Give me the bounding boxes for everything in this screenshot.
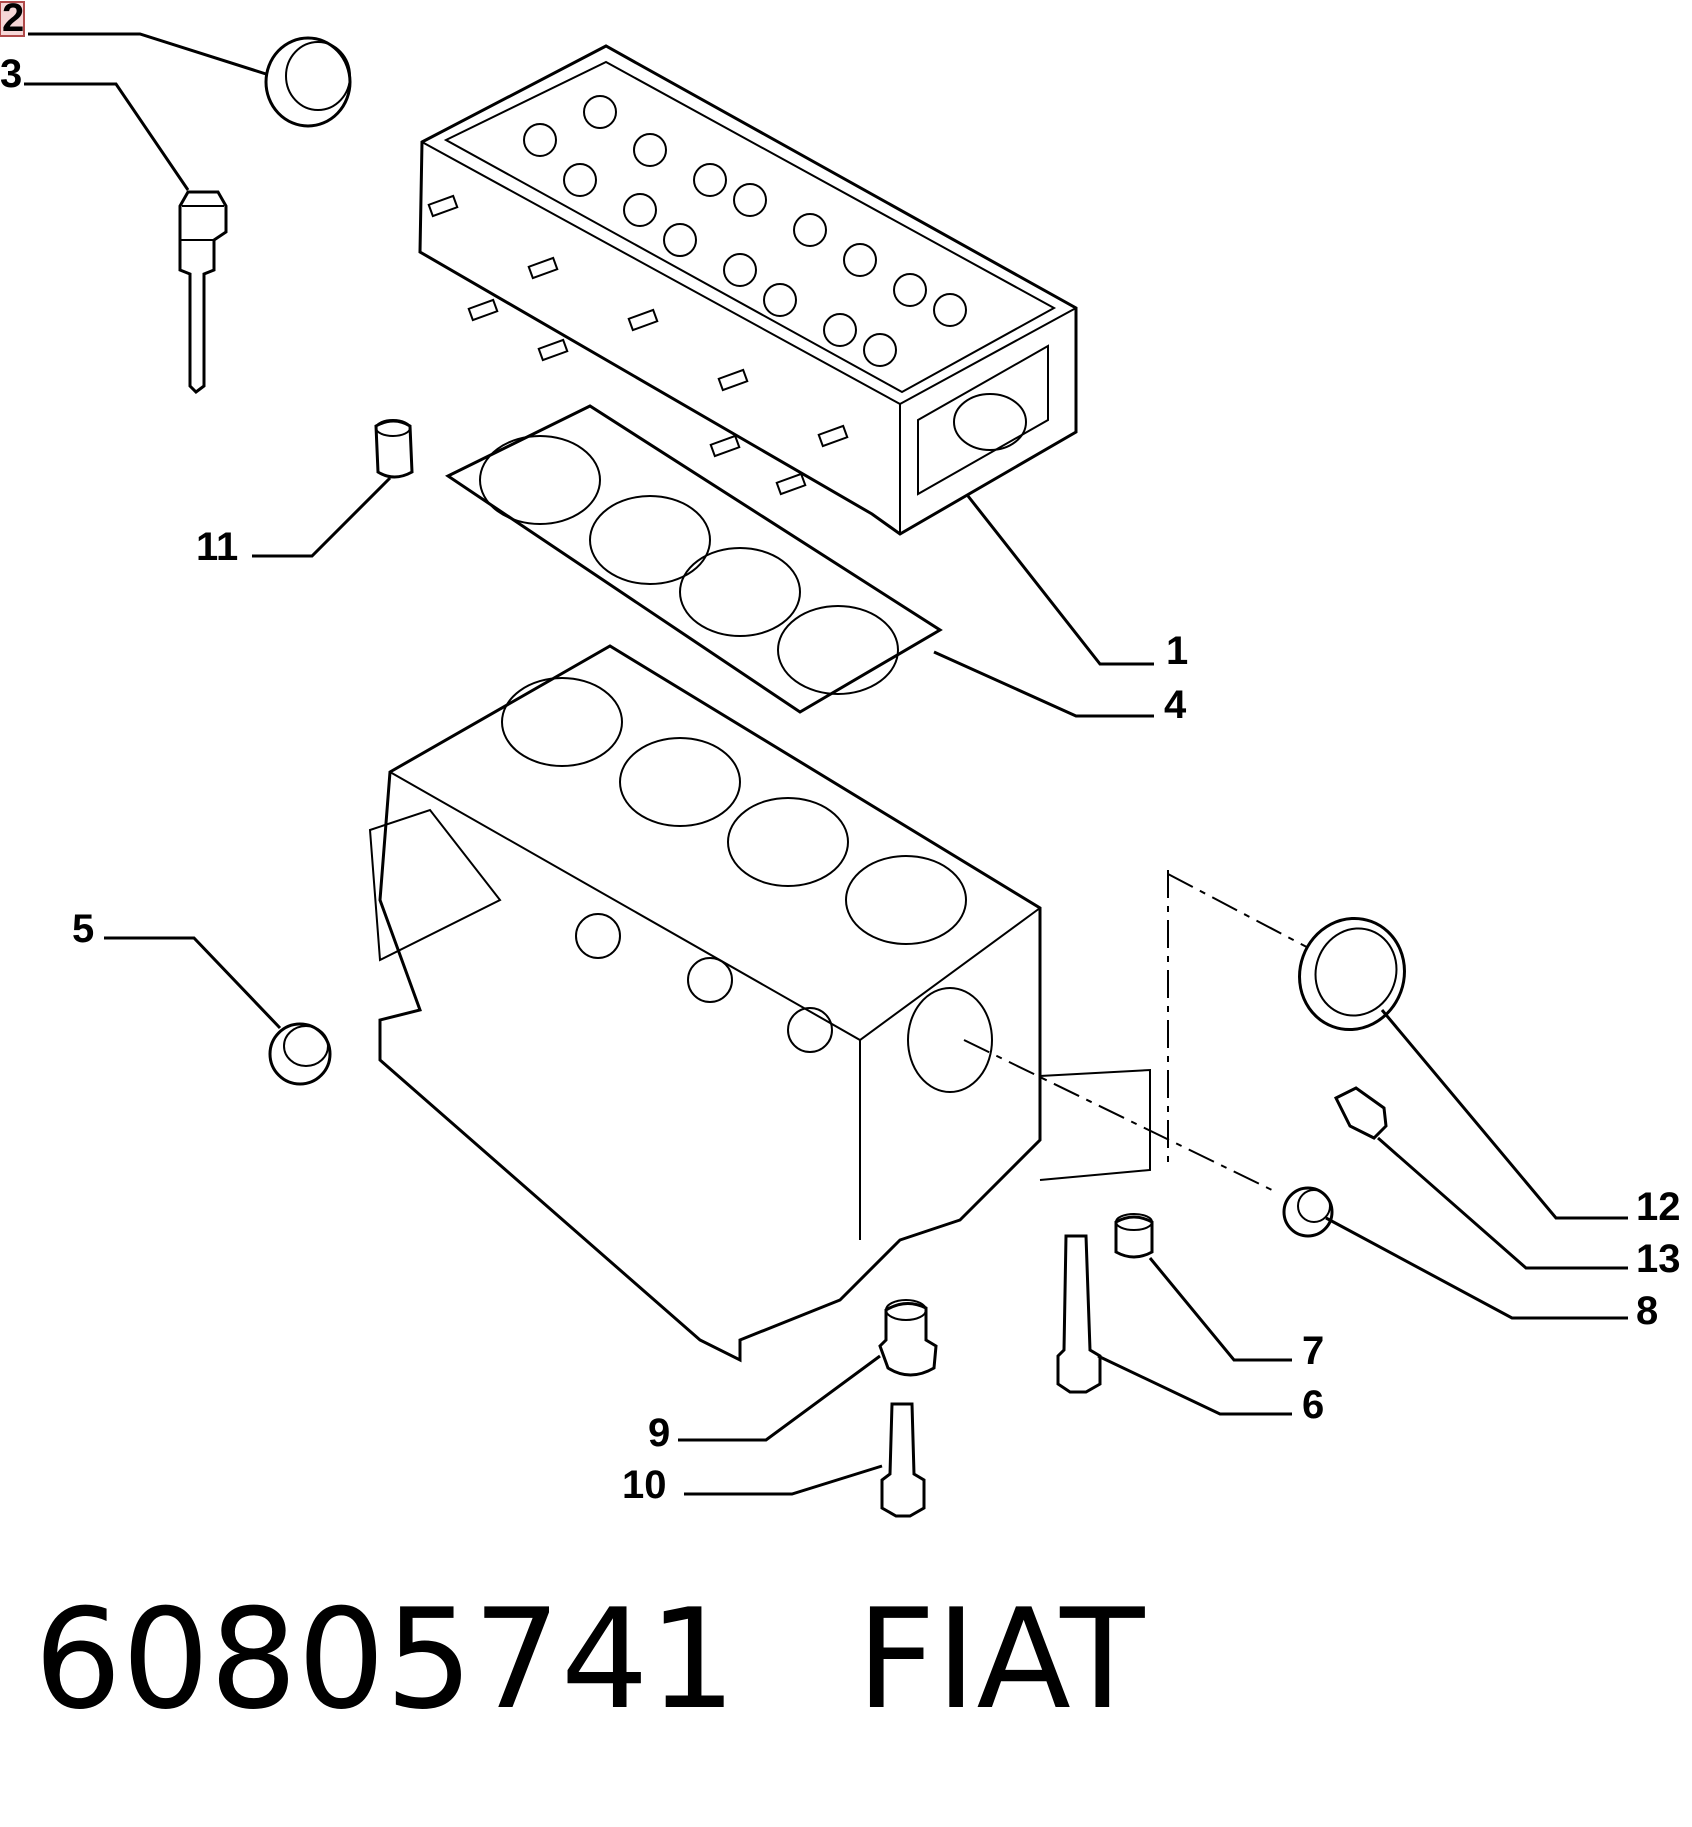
short-stud [880, 1402, 926, 1518]
bushing [878, 1299, 938, 1377]
alignment-line [1167, 873, 1321, 955]
callout-1[interactable]: 1 [1166, 629, 1188, 673]
callout-8[interactable]: 8 [1636, 1289, 1658, 1333]
callout-13[interactable]: 13 [1636, 1237, 1681, 1281]
callout-3[interactable]: 3 [0, 52, 22, 96]
cup-plug-left [268, 1022, 332, 1086]
brand-name: FIAT [856, 1579, 1145, 1740]
leader-lines [24, 32, 1628, 1496]
cup-plug-right [1282, 1186, 1334, 1238]
dowel-sleeve [374, 419, 414, 479]
callout-10[interactable]: 10 [622, 1463, 667, 1507]
callout-12[interactable]: 12 [1636, 1185, 1681, 1229]
threaded-plug [1333, 1086, 1388, 1140]
crankshaft-seal [1298, 916, 1406, 1032]
callout-2[interactable]: 2 [2, 0, 24, 40]
alignment-line [963, 1039, 1277, 1193]
callout-9[interactable]: 9 [648, 1411, 670, 1455]
head-gasket [445, 404, 943, 714]
long-stud [1056, 1234, 1102, 1394]
callout-5[interactable]: 5 [72, 907, 94, 951]
dowel-block [1114, 1213, 1154, 1259]
cup-plug-top [264, 36, 352, 128]
callout-6[interactable]: 6 [1302, 1383, 1324, 1427]
cylinder-head [418, 44, 1078, 536]
callout-highlight [0, 1, 25, 37]
callout-11[interactable]: 11 [196, 525, 238, 569]
callout-7[interactable]: 7 [1302, 1329, 1324, 1373]
head-bolt [178, 190, 228, 394]
engine-block [368, 644, 1151, 1363]
callout-4[interactable]: 4 [1164, 683, 1187, 727]
callouts: 2 3 11 1 4 5 12 13 8 7 6 9 10 [0, 0, 1681, 1507]
part-number: 60805741 [34, 1579, 737, 1740]
